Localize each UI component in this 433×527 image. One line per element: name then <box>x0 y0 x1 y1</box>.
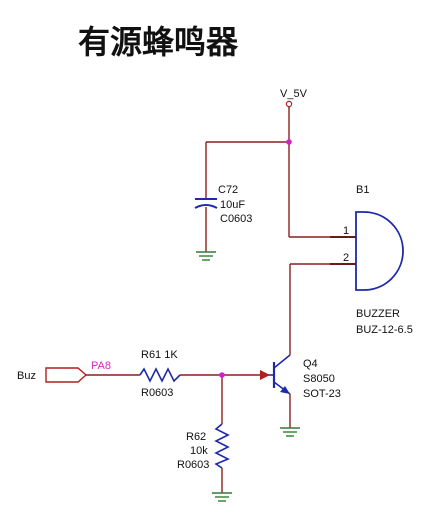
q4-package-label: SOT-23 <box>303 388 341 400</box>
buzzer-body <box>355 211 404 291</box>
buzzer-b1: 1 2 B1 BUZZER BUZ-12-6.5 <box>330 184 413 336</box>
q4-ref-label: Q4 <box>303 358 318 370</box>
port-shape <box>45 367 88 383</box>
r61-ref-label: R61 1K <box>141 349 178 361</box>
c72-package-label: C0603 <box>220 213 252 225</box>
resistor-r61: R61 1K R0603 <box>139 349 181 399</box>
port-label: Buz <box>17 370 36 382</box>
r61-body <box>139 367 181 383</box>
junction-vcc <box>286 139 292 145</box>
r62-package-label: R0603 <box>177 459 209 471</box>
buzzer-package-label: BUZ-12-6.5 <box>356 324 413 336</box>
r61-package-label: R0603 <box>141 387 173 399</box>
port-buz: Buz PA8 <box>17 360 111 383</box>
c72-ref-label: C72 <box>218 184 238 196</box>
ground-icon <box>212 492 232 502</box>
r62-body <box>214 423 230 469</box>
c72-value-label: 10uF <box>220 199 245 211</box>
r62-ref-label: R62 <box>186 431 206 443</box>
transistor-q4: Q4 S8050 SOT-23 <box>260 354 341 400</box>
ground-icon <box>280 427 300 437</box>
q4-emitter-arrow-icon <box>280 386 290 394</box>
buzzer-pin2-number: 2 <box>343 252 349 264</box>
junction-base <box>219 372 225 378</box>
q4-collector-lead <box>273 354 291 369</box>
wires <box>86 104 356 493</box>
vcc-terminal <box>285 100 293 108</box>
cap-plate-bottom <box>194 204 218 209</box>
buzzer-pin1-number: 1 <box>343 225 349 237</box>
q4-part-label: S8050 <box>303 373 335 385</box>
r62-value-label: 10k <box>190 445 208 457</box>
b1-ref-label: B1 <box>356 184 369 196</box>
capacitor-c72: C72 10uF C0603 <box>194 184 252 225</box>
resistor-r62: R62 10k R0603 <box>177 423 230 471</box>
ground-icon <box>196 251 216 261</box>
vcc-power-symbol: V_5V <box>280 88 308 108</box>
vcc-label: V_5V <box>280 88 308 100</box>
page-title: 有源蜂鸣器 <box>78 23 239 61</box>
net-label: PA8 <box>91 360 111 372</box>
q4-base-marker-icon <box>260 370 270 380</box>
buzzer-name-label: BUZZER <box>356 308 400 320</box>
